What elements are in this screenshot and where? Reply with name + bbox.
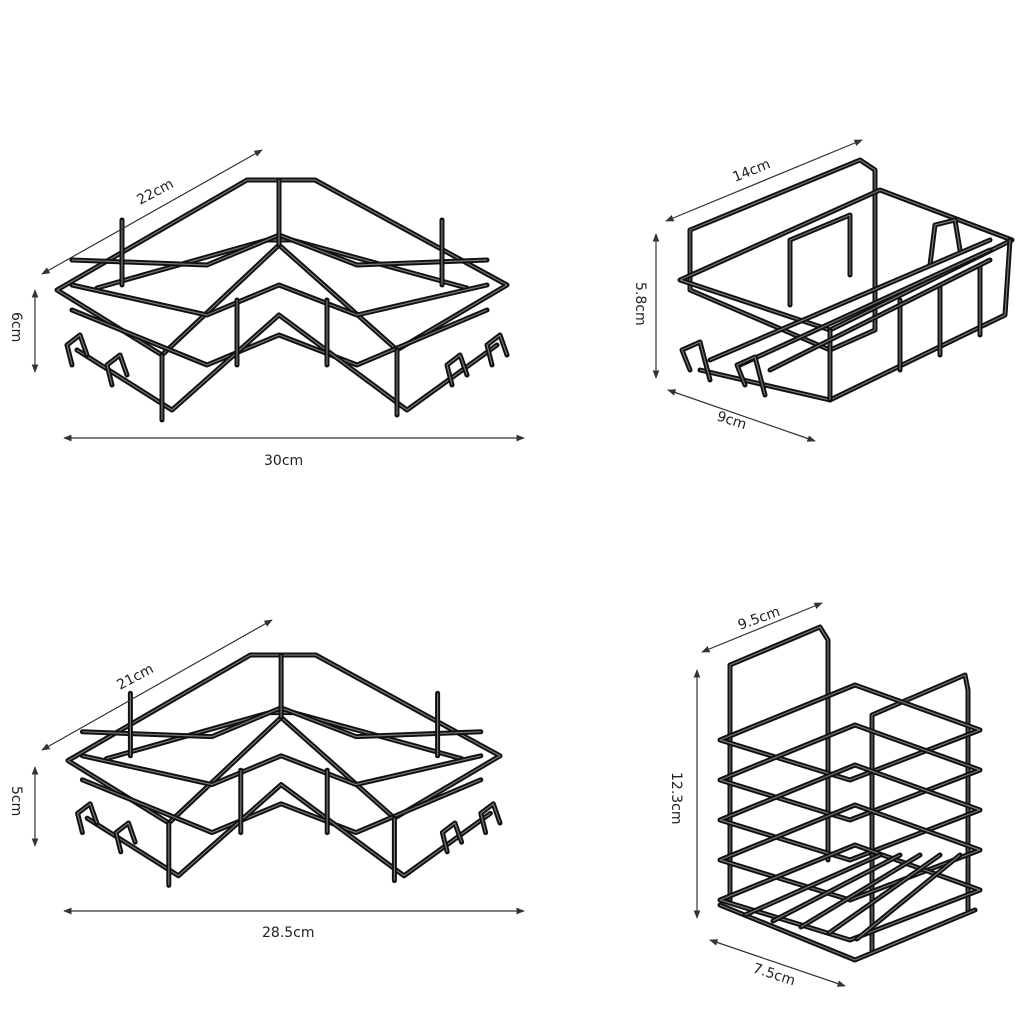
hook-loop-wire	[681, 341, 711, 381]
wire-baskets	[54, 157, 1015, 963]
bottom-rail-wire	[739, 249, 991, 366]
length-arrow	[41, 149, 263, 275]
bottom-rail-wire	[769, 259, 991, 371]
hook-loop-wire	[441, 822, 463, 852]
hook-loop-wire	[446, 354, 468, 386]
bottom-front-wire	[76, 314, 498, 411]
hook-loop-wire	[478, 801, 503, 836]
bottom-front-wire	[699, 239, 1011, 401]
height-label: 6cm	[8, 312, 24, 342]
ring-wire	[719, 684, 981, 781]
bottom-front-wire	[86, 784, 491, 877]
width-label: 28.5cm	[262, 925, 315, 941]
length-arrow	[665, 139, 863, 222]
length-label: 22cm	[134, 176, 176, 209]
hook-loop-wire	[486, 334, 508, 366]
length-label: 14cm	[731, 156, 773, 186]
ring-wire	[719, 764, 981, 861]
hook-loop-wire	[484, 332, 510, 368]
ring-wire	[719, 724, 981, 821]
hook-loop-wire	[66, 334, 88, 366]
bottom-rail-wire	[71, 309, 488, 366]
hook-loop-wire	[106, 354, 128, 386]
back-frame-wire	[727, 624, 831, 903]
base-slat-wire	[772, 854, 901, 922]
bottom-rail-wire	[709, 239, 991, 361]
base-slat-wire	[800, 854, 921, 928]
width-arrow	[709, 939, 846, 987]
hook-loop-wire	[736, 356, 766, 396]
bottom-rail-wire	[82, 755, 481, 786]
length-arrow	[701, 602, 823, 653]
ring-wire	[719, 844, 981, 941]
bottom-rail-wire	[69, 282, 490, 318]
width-label: 9cm	[715, 409, 749, 434]
height-label: 5.8cm	[632, 282, 648, 326]
hook-loop-wire	[115, 822, 136, 852]
hook-loop-wire	[480, 803, 501, 833]
height-label: 12.3cm	[668, 772, 684, 825]
base-slat-wire	[828, 854, 941, 934]
base-wire	[719, 904, 976, 961]
bottom-rail-wire	[82, 779, 482, 834]
inner-loop-wire	[789, 214, 851, 305]
bottom-rail-wire	[71, 284, 488, 316]
front-frame-wire	[871, 674, 969, 950]
hook-loop-wire	[439, 820, 465, 855]
hook-loop-wire	[77, 803, 98, 833]
front-frame-wire	[869, 672, 971, 953]
inner-loop-wire	[929, 219, 961, 266]
height-label: 5cm	[8, 786, 24, 816]
width-label: 30cm	[264, 453, 303, 469]
length-arrow	[41, 619, 273, 751]
width-label: 7.5cm	[751, 961, 797, 990]
back-frame-wire	[729, 626, 829, 900]
base-slat-wire	[744, 854, 881, 916]
hook-loop-wire	[444, 352, 470, 388]
width-arrow	[667, 389, 816, 442]
base-slat-wire	[856, 854, 961, 940]
